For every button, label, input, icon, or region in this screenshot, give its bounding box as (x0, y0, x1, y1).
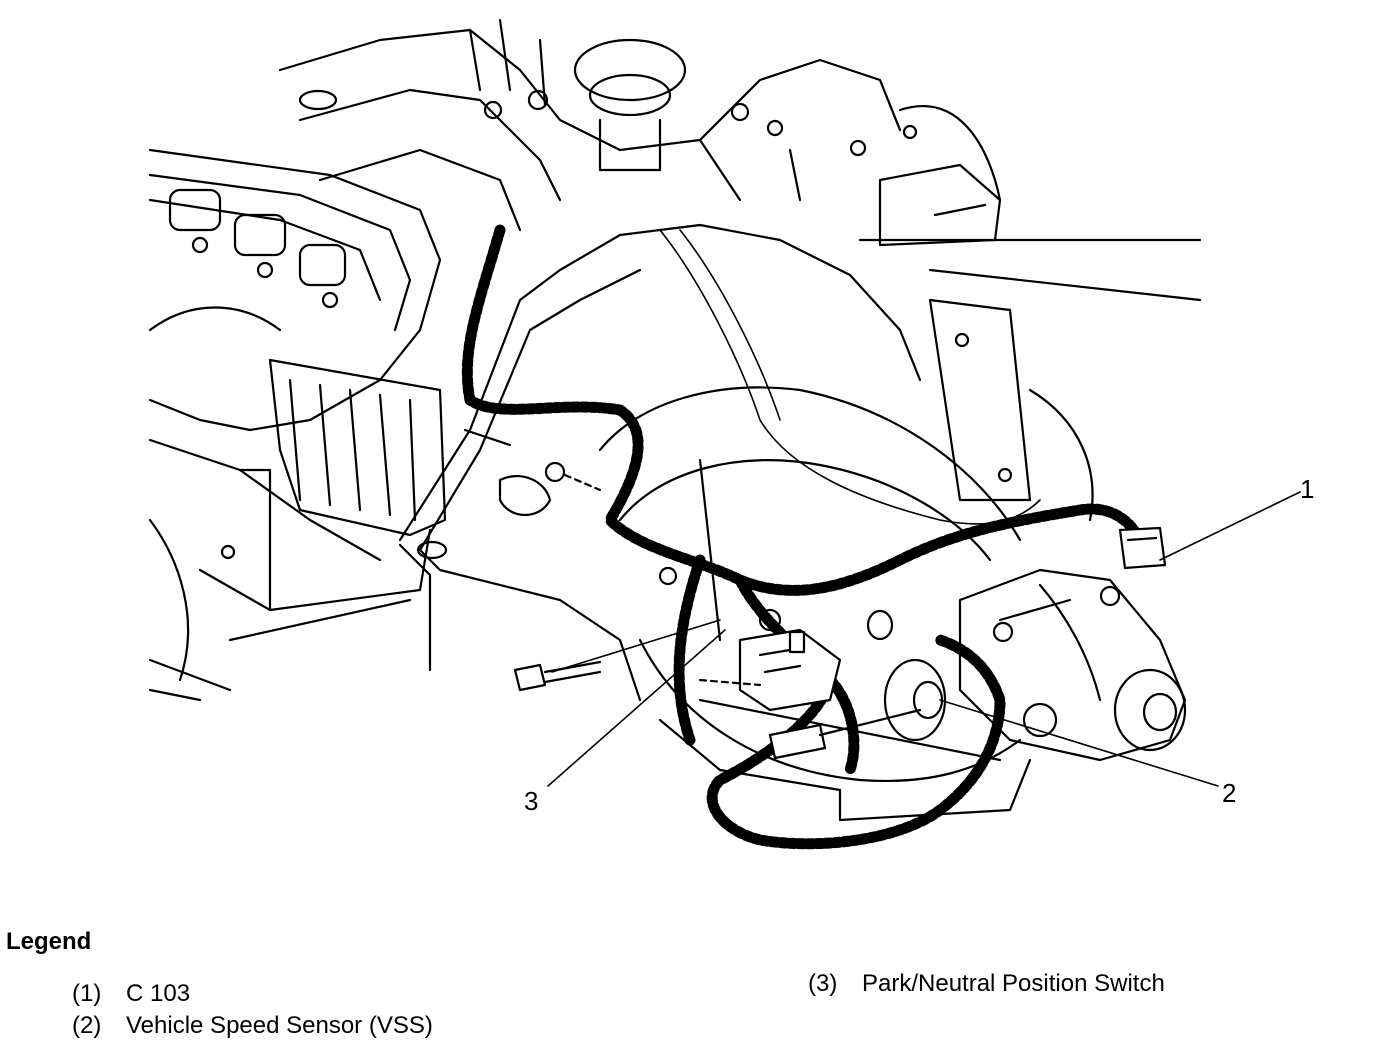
tail-housing (883, 568, 1187, 762)
legend-item-1: (1) C 103 (72, 980, 190, 1008)
legend-item-3: (3) Park/Neutral Position Switch (808, 970, 1165, 998)
park-neutral-switch (698, 628, 842, 712)
legend-item-label: C 103 (126, 980, 191, 1007)
callout-1: 1 (1300, 474, 1315, 504)
c103-connector (1118, 526, 1167, 570)
engine-transmission-illustration (148, 18, 1301, 850)
vss-connector (768, 708, 922, 760)
callout-leaders (547, 491, 1301, 787)
intake-manifold (278, 18, 918, 232)
legend-title: Legend (6, 928, 92, 955)
oil-pan (198, 358, 447, 642)
wiring-harness-outline (659, 229, 1041, 525)
engine-block (148, 148, 442, 702)
mounting-bolt (513, 660, 602, 692)
legend-item-label: Vehicle Speed Sensor (VSS) (126, 1012, 433, 1039)
legend-item-2: (2) Vehicle Speed Sensor (VSS) (72, 1012, 433, 1040)
legend-item-number: (2) (72, 1012, 102, 1039)
wiring-harness (461, 224, 1146, 850)
frame-bracket (858, 104, 1202, 522)
legend-item-number: (3) (808, 970, 838, 997)
bracket-bolt (463, 428, 602, 516)
callout-2: 2 (1222, 778, 1237, 808)
legend-item-number: (1) (72, 980, 102, 1007)
callout-3: 3 (524, 786, 539, 816)
legend-item-label: Park/Neutral Position Switch (862, 970, 1165, 997)
